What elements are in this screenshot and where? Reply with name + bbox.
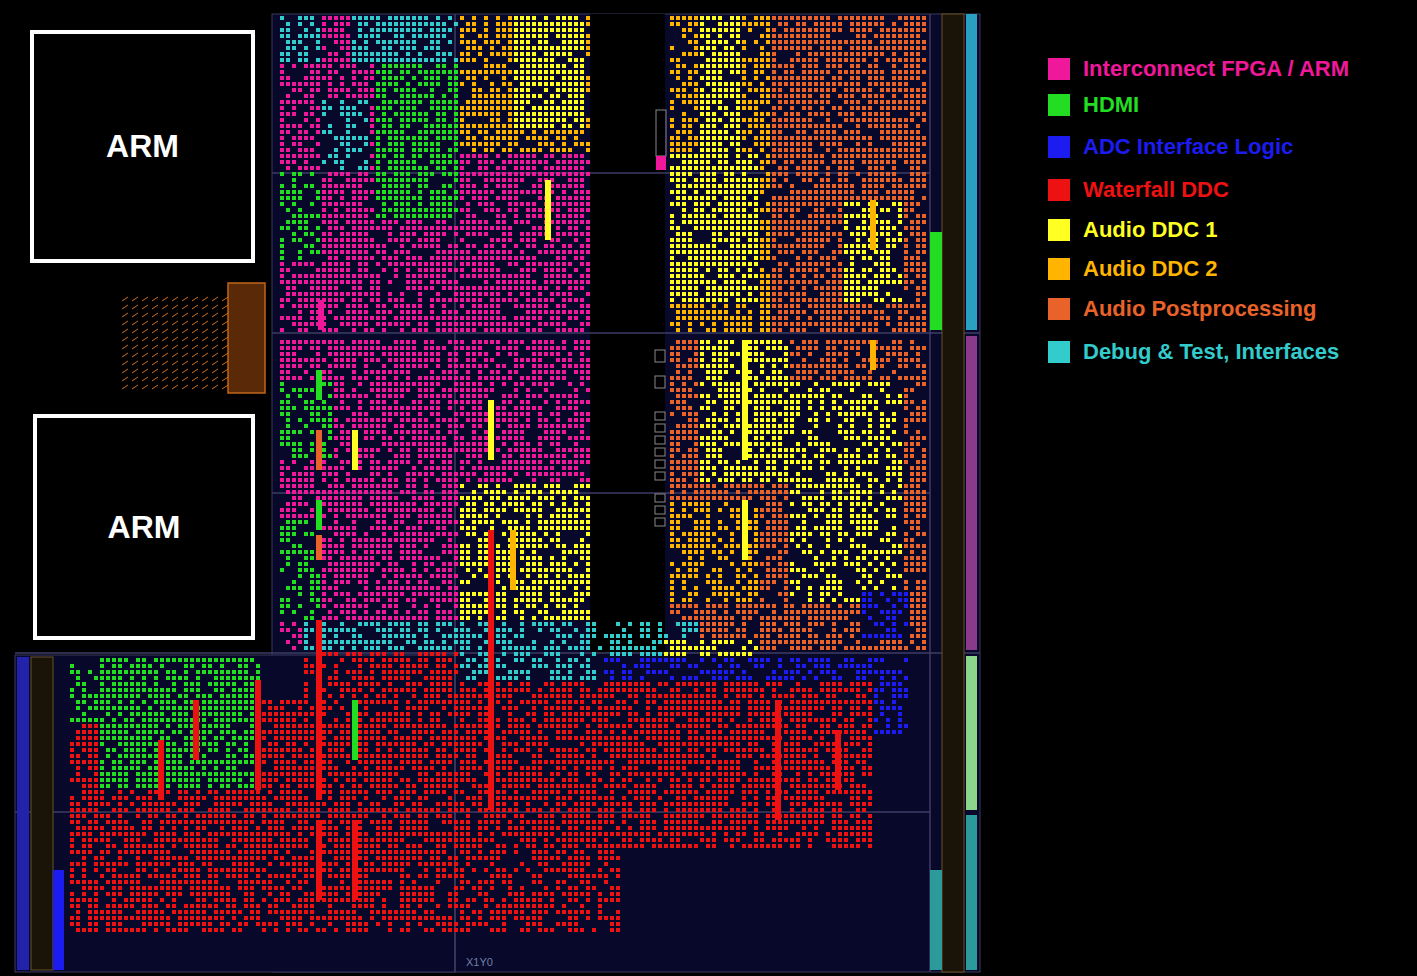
block-label: ARM xyxy=(108,509,181,546)
legend-row: Waterfall DDC xyxy=(1048,177,1229,203)
legend-text: Interconnect FPGA / ARM xyxy=(1083,56,1349,82)
legend-swatch xyxy=(1048,94,1070,116)
legend-text: HDMI xyxy=(1083,92,1139,118)
legend-row: Audio DDC 2 xyxy=(1048,256,1217,282)
legend-text: Waterfall DDC xyxy=(1083,177,1229,203)
legend-swatch xyxy=(1048,179,1070,201)
legend-row: Audio DDC 1 xyxy=(1048,217,1217,243)
legend-swatch xyxy=(1048,298,1070,320)
legend-swatch xyxy=(1048,219,1070,241)
legend-row: Interconnect FPGA / ARM xyxy=(1048,56,1349,82)
legend-text: Audio Postprocessing xyxy=(1083,296,1316,322)
legend-text: ADC Interface Logic xyxy=(1083,134,1293,160)
legend-text: Audio DDC 1 xyxy=(1083,217,1217,243)
legend-row: Audio Postprocessing xyxy=(1048,296,1316,322)
legend-swatch xyxy=(1048,258,1070,280)
legend-row: Debug & Test, Interfaces xyxy=(1048,339,1339,365)
legend-swatch xyxy=(1048,341,1070,363)
arm-core-box: ARM xyxy=(33,414,255,640)
block-label: ARM xyxy=(106,128,179,165)
clock-region-label: X1Y0 xyxy=(466,956,493,968)
legend-row: ADC Interface Logic xyxy=(1048,134,1293,160)
legend-swatch xyxy=(1048,136,1070,158)
legend-swatch xyxy=(1048,58,1070,80)
legend-text: Debug & Test, Interfaces xyxy=(1083,339,1339,365)
arm-core-box: ARM xyxy=(30,30,255,263)
legend-text: Audio DDC 2 xyxy=(1083,256,1217,282)
legend-row: HDMI xyxy=(1048,92,1139,118)
